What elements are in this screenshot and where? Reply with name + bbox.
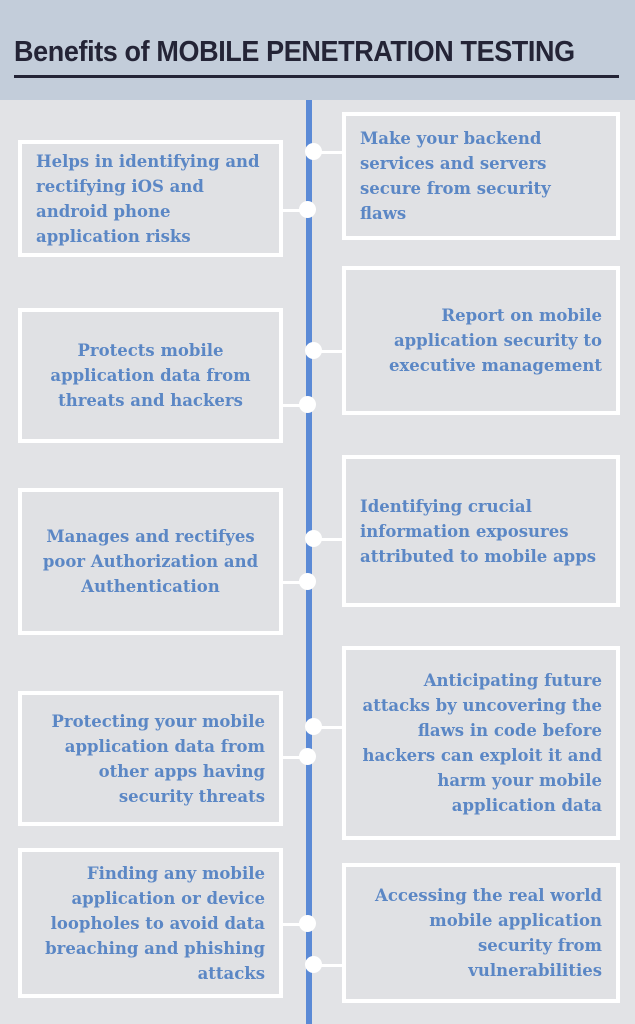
benefit-card-text: Finding any mobile application or device…	[45, 863, 265, 983]
benefit-card-10[interactable]: Accessing the real world mobile applicat…	[342, 863, 620, 1003]
header-band	[0, 0, 635, 100]
timeline-board: Make your backend services and servers s…	[0, 100, 635, 1024]
node-dot-9[interactable]	[299, 915, 316, 932]
node-dot-7[interactable]	[305, 718, 322, 735]
connector-line-8	[280, 756, 310, 759]
benefit-card-text: Anticipating future attacks by uncoverin…	[362, 671, 602, 815]
benefit-card-5[interactable]: Identifying crucial information exposure…	[342, 455, 620, 607]
title-underline	[14, 75, 619, 78]
benefit-card-text: Report on mobile application security to…	[388, 306, 602, 375]
node-dot-8[interactable]	[299, 748, 316, 765]
connector-line-2	[280, 209, 310, 212]
node-dot-6[interactable]	[299, 573, 316, 590]
benefit-card-7[interactable]: Anticipating future attacks by uncoverin…	[342, 646, 620, 840]
connector-line-10	[312, 964, 344, 967]
benefit-card-8[interactable]: Protecting your mobile application data …	[18, 691, 283, 826]
connector-line-6	[280, 581, 310, 584]
benefit-card-text: Helps in identifying and rectifying iOS …	[36, 151, 260, 246]
node-dot-5[interactable]	[305, 530, 322, 547]
benefit-card-text: Protecting your mobile application data …	[51, 711, 265, 806]
benefit-card-text: Make your backend services and servers s…	[360, 129, 551, 223]
benefit-card-text: Protects mobile application data from th…	[50, 341, 251, 410]
benefit-card-3[interactable]: Report on mobile application security to…	[342, 266, 620, 415]
node-dot-2[interactable]	[299, 201, 316, 218]
connector-line-5	[312, 538, 344, 541]
benefit-card-6[interactable]: Manages and rectifyes poor Authorization…	[18, 488, 283, 635]
connector-line-3	[312, 350, 344, 353]
connector-line-9	[280, 923, 310, 926]
node-dot-4[interactable]	[299, 396, 316, 413]
node-dot-1[interactable]	[305, 143, 322, 160]
benefit-card-text: Manages and rectifyes poor Authorization…	[42, 527, 259, 596]
benefit-card-9[interactable]: Finding any mobile application or device…	[18, 848, 283, 998]
connector-line-1	[312, 151, 344, 154]
node-dot-10[interactable]	[305, 956, 322, 973]
node-dot-3[interactable]	[305, 342, 322, 359]
connector-line-7	[312, 726, 344, 729]
benefit-card-text: Accessing the real world mobile applicat…	[375, 886, 602, 980]
benefit-card-2[interactable]: Helps in identifying and rectifying iOS …	[18, 140, 283, 257]
timeline-spine	[306, 100, 312, 1024]
connector-line-4	[280, 404, 310, 407]
benefit-card-4[interactable]: Protects mobile application data from th…	[18, 308, 283, 443]
benefit-card-1[interactable]: Make your backend services and servers s…	[342, 112, 620, 240]
benefit-card-text: Identifying crucial information exposure…	[360, 496, 597, 566]
page-title: Benefits of MOBILE PENETRATION TESTING	[14, 36, 575, 68]
